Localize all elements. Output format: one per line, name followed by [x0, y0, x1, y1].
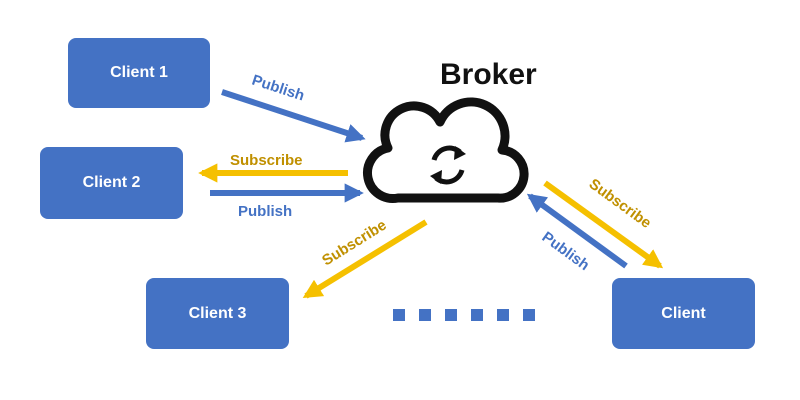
subscribe-arrow-client-3	[302, 219, 428, 299]
ellipsis-dot	[445, 309, 457, 321]
ellipsis-dots	[393, 309, 535, 321]
ellipsis-dot	[471, 309, 483, 321]
ellipsis-dot	[497, 309, 509, 321]
broker-title: Broker	[440, 58, 537, 91]
subscribe-label-client-3: Subscribe	[319, 217, 390, 270]
client-1-box: Client 1	[68, 38, 210, 108]
client-1-label: Client 1	[110, 64, 168, 81]
publish-label-client-1: Publish	[250, 72, 307, 105]
client-label: Client	[661, 304, 706, 322]
publish-label-client-2: Publish	[238, 203, 292, 220]
ellipsis-dot	[419, 309, 431, 321]
client-3-label: Client 3	[188, 304, 247, 322]
subscribe-label-client-2: Subscribe	[230, 152, 303, 169]
client-2-box: Client 2	[40, 147, 183, 219]
client-2-label: Client 2	[82, 174, 141, 191]
publish-arrow-client	[526, 193, 628, 269]
subscribe-arrow-client	[543, 180, 664, 269]
ellipsis-dot	[393, 309, 405, 321]
sync-icon	[430, 145, 466, 185]
client-box: Client	[612, 278, 755, 349]
client-3-box: Client 3	[146, 278, 289, 349]
publish-arrow-client-1	[221, 89, 366, 143]
ellipsis-dot	[523, 309, 535, 321]
cloud-sync-icon	[363, 97, 529, 203]
